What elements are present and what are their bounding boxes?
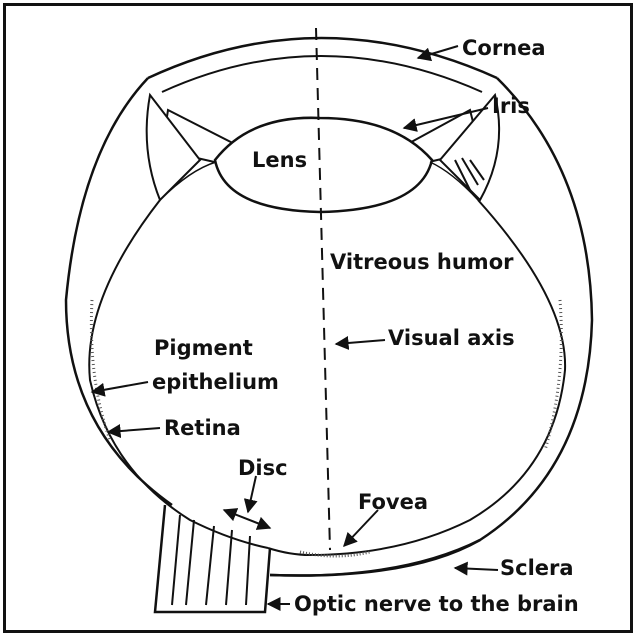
retina-arrow	[108, 428, 160, 432]
label-epithelium: epithelium	[152, 372, 279, 393]
label-disc: Disc	[238, 458, 288, 479]
pigment-shade-right	[545, 300, 561, 450]
sclera-arrow	[455, 568, 498, 570]
disc-bracket	[224, 510, 270, 528]
label-fovea: Fovea	[358, 492, 428, 513]
disc-arrow	[248, 476, 256, 512]
label-optic-nerve: Optic nerve to the brain	[294, 594, 579, 615]
visual-axis-line	[316, 28, 330, 550]
lens	[215, 118, 432, 212]
visual-axis-arrow	[336, 340, 385, 344]
label-cornea: Cornea	[462, 38, 546, 59]
label-lens: Lens	[252, 150, 307, 171]
cornea-outer	[148, 38, 497, 78]
label-sclera: Sclera	[500, 558, 574, 579]
label-retina: Retina	[164, 418, 241, 439]
optic-nerve-fibers	[172, 515, 250, 605]
sclera-bottom	[270, 540, 480, 576]
label-iris: Iris	[492, 96, 530, 117]
fovea-arrow	[344, 510, 378, 546]
cornea-inner	[162, 56, 482, 92]
label-visual-axis: Visual axis	[388, 328, 515, 349]
label-vitreous-humor: Vitreous humor	[330, 252, 513, 273]
pigment-arrow	[92, 382, 148, 392]
label-pigment: Pigment	[154, 338, 253, 359]
